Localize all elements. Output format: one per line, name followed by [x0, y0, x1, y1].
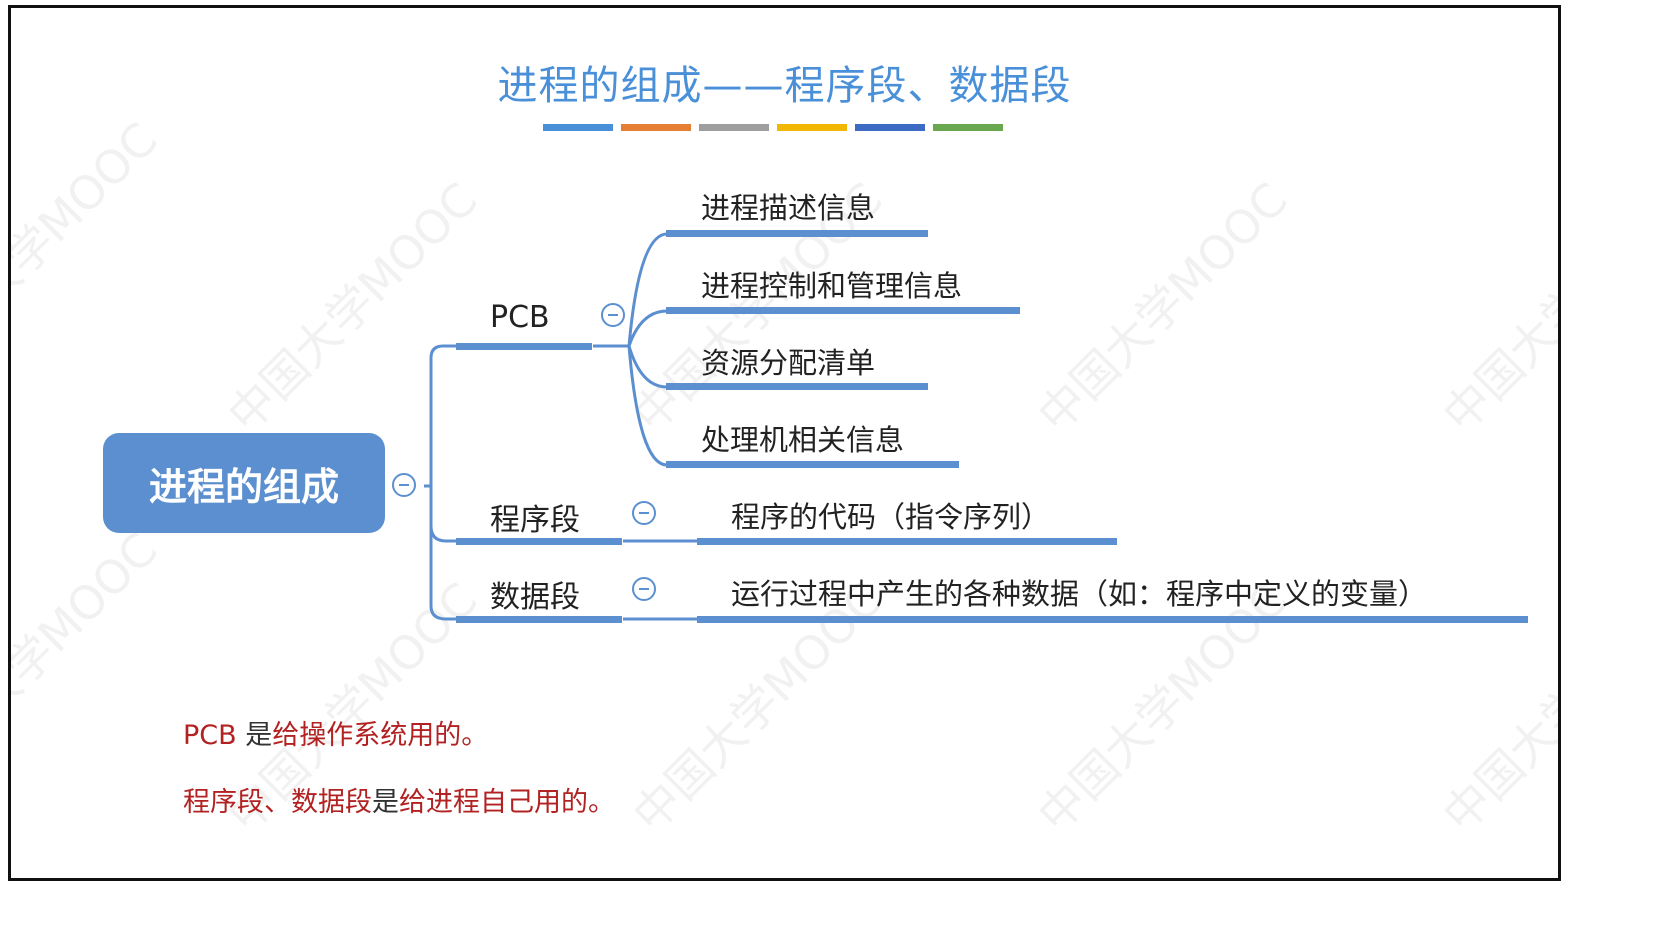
collapse-icon[interactable] [632, 501, 656, 525]
leaf-pcb-1[interactable]: 进程描述信息 [701, 191, 876, 225]
leaf-program-code[interactable]: 程序的代码（指令序列） [731, 500, 1051, 534]
slide: 中国大学MOOC 中国大学MOOC 中国大学MOOC 中国大学MOOC 中国大学… [8, 5, 1561, 881]
branch-pcb-label[interactable]: PCB [490, 300, 550, 335]
leaf-underline [666, 307, 1020, 314]
title-color-bar [699, 124, 769, 131]
leaf-underline [697, 616, 1528, 623]
title-color-bar [855, 124, 925, 131]
note-rest: 给操作系统用的。 [272, 720, 489, 751]
leaf-underline [666, 230, 928, 237]
branch-program-segment-underline [456, 538, 622, 545]
leaf-underline [697, 538, 1117, 545]
leaf-pcb-2[interactable]: 进程控制和管理信息 [701, 269, 963, 303]
collapse-icon[interactable] [601, 303, 625, 327]
title-color-bar [621, 124, 691, 131]
title-color-bar [777, 124, 847, 131]
note-is: 是 [245, 720, 273, 751]
note-rest: 给进程自己用的。 [399, 787, 615, 818]
note-pcb: PCB [183, 720, 246, 751]
note-segs: 程序段、数据段 [183, 787, 372, 818]
mindmap-connectors [424, 232, 699, 621]
branch-pcb-underline [456, 343, 592, 350]
leaf-runtime-data[interactable]: 运行过程中产生的各种数据（如：程序中定义的变量） [731, 577, 1428, 611]
collapse-icon[interactable] [632, 577, 656, 601]
title-color-bar [543, 124, 613, 131]
branch-program-segment-label[interactable]: 程序段 [490, 503, 580, 538]
note-line-1: PCB 是给操作系统用的。 [183, 713, 488, 752]
note-is: 是 [372, 787, 399, 818]
collapse-icon[interactable] [392, 473, 416, 497]
branch-data-segment-label[interactable]: 数据段 [490, 580, 580, 615]
leaf-pcb-4[interactable]: 处理机相关信息 [701, 423, 905, 457]
leaf-pcb-3[interactable]: 资源分配清单 [701, 346, 876, 380]
note-line-2: 程序段、数据段是给进程自己用的。 [183, 780, 615, 819]
branch-data-segment-underline [456, 616, 622, 623]
leaf-underline [666, 383, 928, 390]
root-node[interactable]: 进程的组成 [103, 433, 385, 533]
title-color-bar [933, 124, 1003, 131]
leaf-underline [666, 461, 959, 468]
page-title: 进程的组成——程序段、数据段 [497, 63, 1072, 109]
